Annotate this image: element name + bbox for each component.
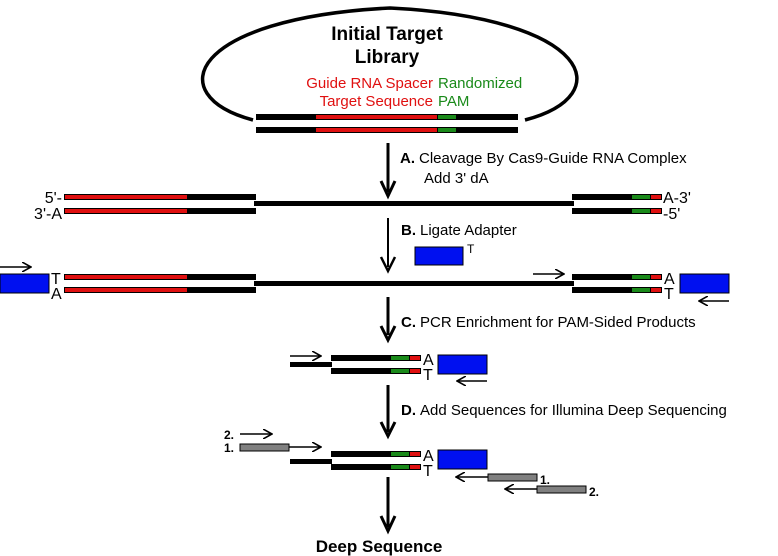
plasmid-outline	[200, 6, 579, 122]
free-adapter	[414, 246, 464, 266]
primer-2-left-label: 2.	[224, 428, 234, 442]
pcr-product	[290, 355, 488, 381]
step-d-text: D.Add Sequences for Illumina Deep Sequen…	[401, 402, 727, 419]
spacer-label-line2: Target Sequence	[320, 93, 433, 110]
final-label: Deep Sequence	[316, 537, 443, 556]
base-a-pcr: A	[423, 352, 434, 369]
five-prime-label: 5'-	[45, 190, 62, 207]
library-dna	[256, 114, 518, 133]
primer-2-right-label: 2.	[589, 485, 599, 499]
step-b-text: B.Ligate Adapter	[401, 222, 517, 239]
base-t-pcr: T	[423, 367, 433, 384]
base-a-right: A	[664, 271, 675, 288]
cleaved-right-fragment	[572, 194, 662, 214]
illumina-product	[290, 449, 488, 470]
step-c-text: C.PCR Enrichment for PAM-Sided Products	[401, 314, 696, 331]
final-arrow	[379, 477, 397, 535]
base-t-right: T	[664, 286, 674, 303]
three-prime-a-label: 3'-A	[34, 206, 62, 223]
primer-1-right-label: 1.	[540, 473, 550, 487]
step-arrow-c	[379, 297, 397, 344]
base-a-left: A	[51, 286, 62, 303]
primer-1-left-label: 1.	[224, 441, 234, 455]
step-a-text2: Add 3' dA	[424, 170, 489, 187]
spacer-label-line1: Guide RNA Spacer	[306, 75, 433, 92]
base-t-illumina: T	[423, 463, 433, 480]
pam-label-line1: Randomized	[438, 75, 522, 92]
a-three-prime-label: A-3'	[663, 190, 691, 207]
illumina-right-primers	[457, 474, 587, 493]
cleaved-left-fragment	[64, 194, 574, 214]
step-arrow-b	[379, 218, 397, 274]
minus-five-prime-label: -5'	[663, 206, 680, 223]
base-a-illumina: A	[423, 448, 434, 465]
step-a-text: A.Cleavage By Cas9-Guide RNA Complex	[400, 150, 687, 167]
title-line2: Library	[355, 47, 420, 68]
step-arrow-d	[379, 385, 397, 440]
pam-label-line2: PAM	[438, 93, 469, 110]
base-t-left: T	[51, 271, 61, 288]
step-arrow-a	[379, 143, 397, 200]
ligated-right	[533, 274, 730, 301]
ligated-left	[0, 267, 574, 294]
title-line1: Initial Target	[331, 24, 443, 45]
adapter-t-label: T	[467, 242, 475, 256]
illumina-left-primers	[239, 434, 320, 451]
